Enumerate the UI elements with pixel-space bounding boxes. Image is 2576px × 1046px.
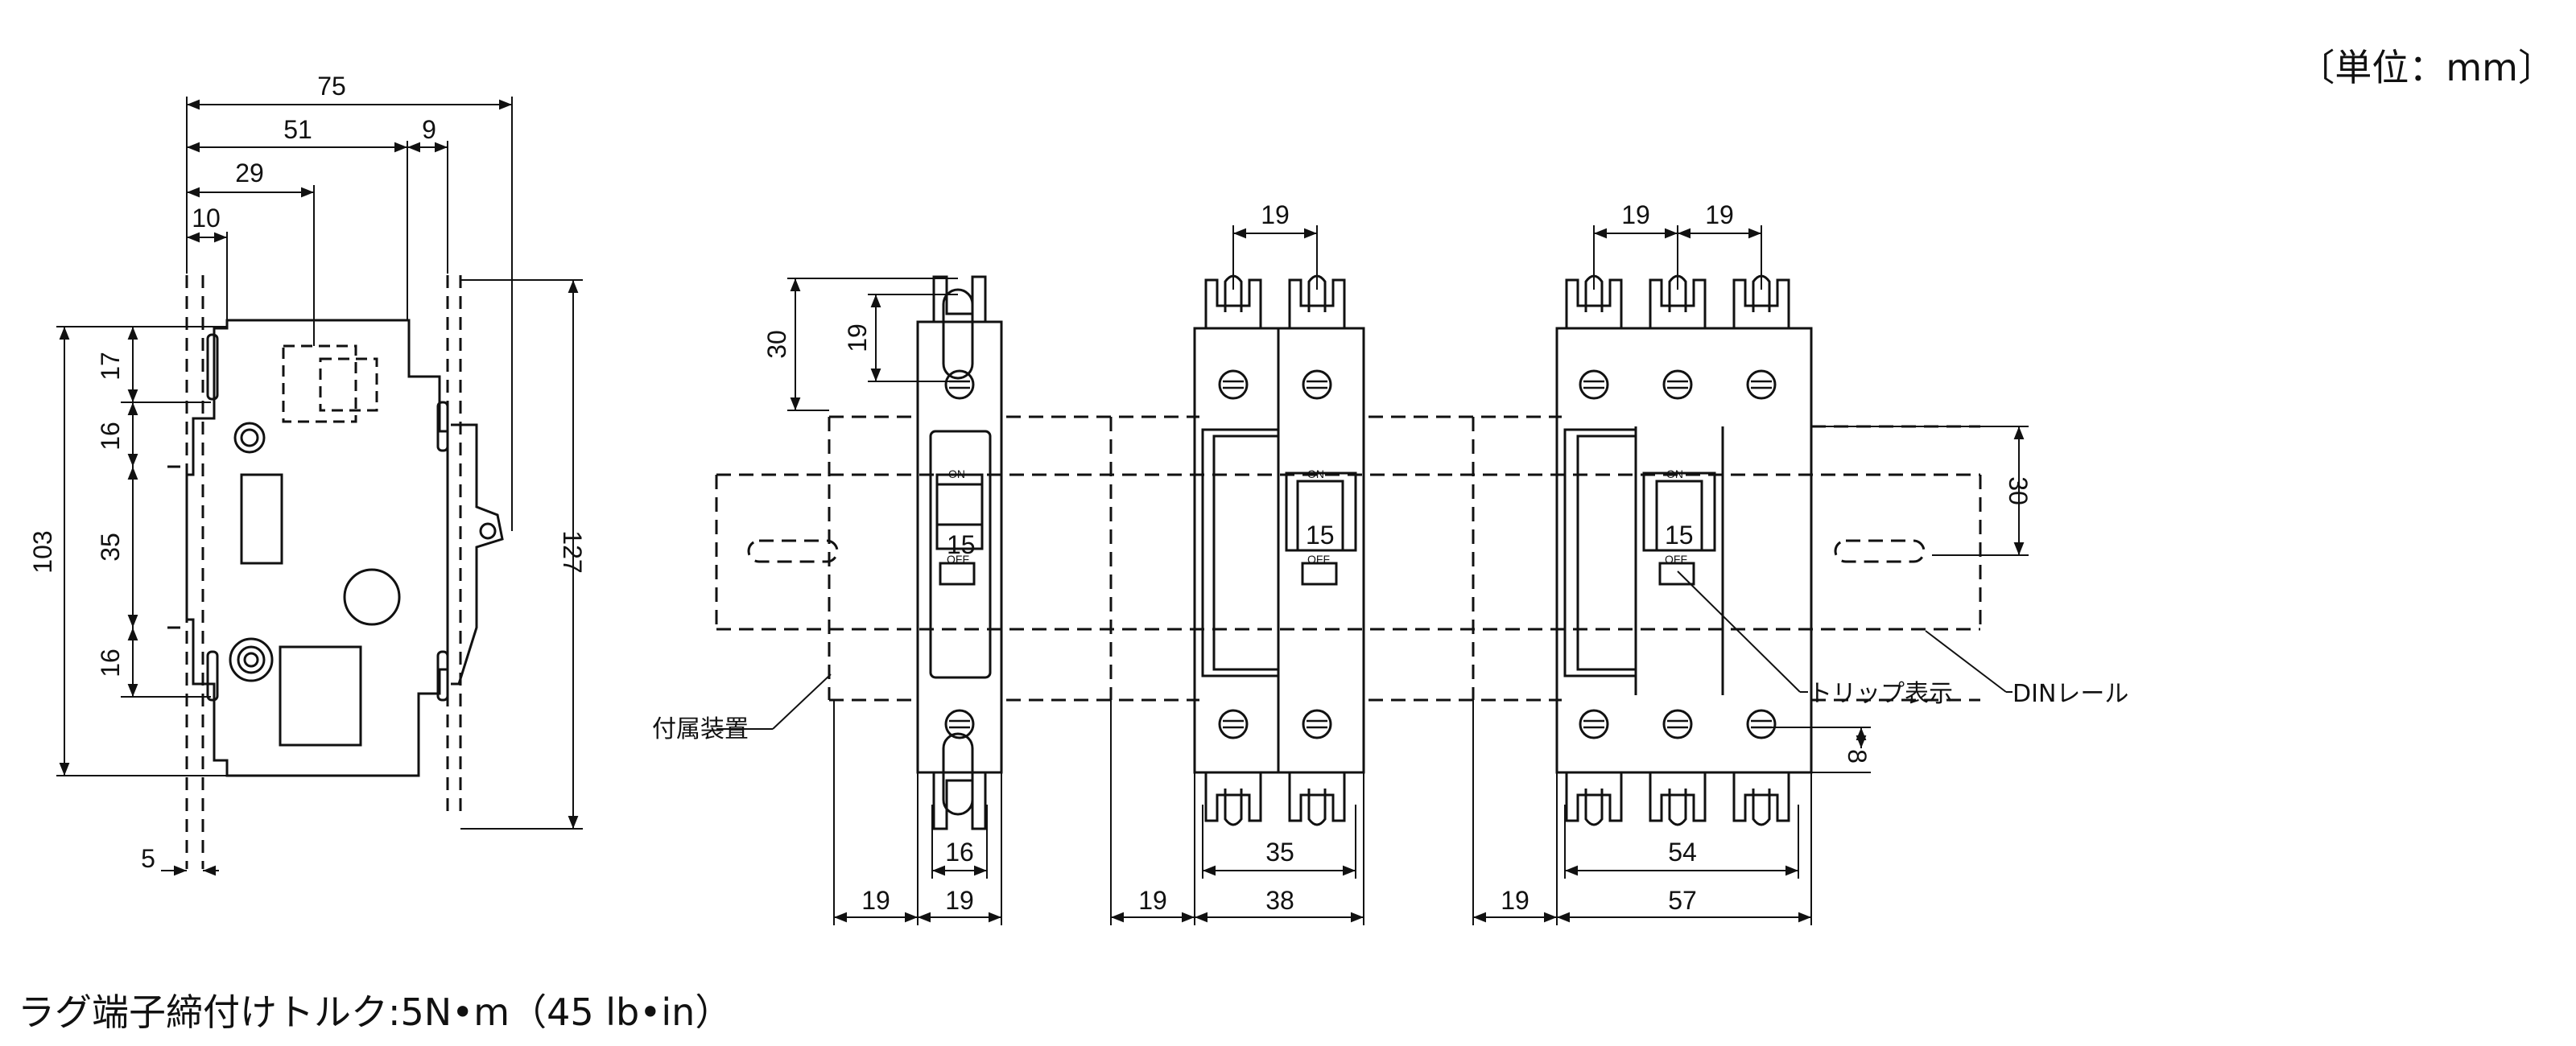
pole1-top-screw-icon bbox=[944, 369, 975, 400]
pole3-screw4-icon bbox=[1579, 709, 1609, 739]
dim-29: 29 bbox=[235, 159, 264, 187]
pole2-dim-19: 19 bbox=[1261, 200, 1290, 229]
pole2-off-label: OFF bbox=[1307, 553, 1330, 566]
dim-103: 103 bbox=[28, 530, 57, 573]
pole3-screw5-icon bbox=[1662, 709, 1693, 739]
dim-35: 35 bbox=[96, 533, 125, 562]
pole2-breaker bbox=[1193, 327, 1365, 774]
dim-16-upper: 16 bbox=[96, 422, 125, 451]
pole3-dim-54: 54 bbox=[1668, 838, 1697, 867]
pole2-rating: 15 bbox=[1306, 521, 1335, 550]
pole3-breaker bbox=[1555, 327, 1813, 774]
accessory-label: 付属装置 bbox=[652, 715, 749, 743]
dim-127: 127 bbox=[558, 530, 587, 573]
unit-note: 〔単位：mm〕 bbox=[2297, 46, 2555, 89]
side-view-extensions bbox=[167, 275, 462, 869]
pole3-dim-19b: 19 bbox=[1705, 200, 1734, 229]
dim-51: 51 bbox=[283, 115, 312, 144]
dim-75: 75 bbox=[317, 72, 346, 101]
pole3-screw6-icon bbox=[1746, 709, 1777, 739]
dim-17: 17 bbox=[96, 352, 125, 381]
pole3-off-label: OFF bbox=[1665, 553, 1687, 566]
pole3-dim-8: 8 bbox=[1843, 749, 1872, 764]
pole3-screw1-icon bbox=[1579, 369, 1609, 400]
din-rail-label: DINレール bbox=[2013, 680, 2128, 708]
pole1-off-label: OFF bbox=[947, 553, 969, 566]
pole1-breaker bbox=[916, 275, 1003, 830]
dim-5: 5 bbox=[141, 844, 155, 873]
pole2-screw4-icon bbox=[1302, 709, 1332, 739]
dim-16-lower: 16 bbox=[96, 649, 125, 677]
pole2-dim-38: 38 bbox=[1265, 886, 1294, 915]
pole2-on-label: ON bbox=[1307, 467, 1324, 480]
pole1-dim-19b: 19 bbox=[945, 886, 974, 915]
pole2-screw2-icon bbox=[1302, 369, 1332, 400]
pole2-dim-35: 35 bbox=[1265, 838, 1294, 867]
pole1-rating: 15 bbox=[947, 530, 976, 559]
torque-note: ラグ端子締付けトルク:5N•m（45 lb•in） bbox=[18, 990, 733, 1034]
pole3-dim-30: 30 bbox=[2004, 476, 2033, 505]
din-rail bbox=[715, 415, 1982, 702]
pole2-screw3-icon bbox=[1218, 709, 1249, 739]
side-view-dim-labels: 75 51 9 29 10 17 16 35 16 103 127 5 bbox=[28, 72, 587, 873]
pole1-on-label: ON bbox=[948, 467, 965, 480]
dim-10: 10 bbox=[192, 204, 221, 233]
pole1-dim-16: 16 bbox=[945, 838, 974, 867]
side-view-dimension-lines bbox=[56, 97, 583, 876]
trip-indicator-label: トリップ表示 bbox=[1808, 680, 1953, 708]
pole3-dim-57: 57 bbox=[1668, 886, 1697, 915]
pole1-dim-19a: 19 bbox=[861, 886, 890, 915]
pole1-dim-30: 30 bbox=[762, 330, 791, 359]
pole3-on-label: ON bbox=[1666, 467, 1683, 480]
pole3-dim-19a: 19 bbox=[1621, 200, 1650, 229]
pole3-rating: 15 bbox=[1665, 521, 1694, 550]
pole2-dim-19-offset: 19 bbox=[1138, 886, 1167, 915]
pole3-dim-19-offset: 19 bbox=[1501, 886, 1530, 915]
pole3-screw3-icon bbox=[1746, 369, 1777, 400]
side-view bbox=[185, 319, 504, 777]
pole2-dimension-lines bbox=[1110, 225, 1364, 925]
pole3-screw2-icon bbox=[1662, 369, 1693, 400]
pole3-dimension-lines bbox=[1472, 225, 2029, 925]
pole2-screw1-icon bbox=[1218, 369, 1249, 400]
pole1-dim-19-top: 19 bbox=[843, 323, 872, 352]
dim-9: 9 bbox=[422, 115, 436, 144]
pole1-dimension-lines bbox=[716, 278, 1002, 925]
